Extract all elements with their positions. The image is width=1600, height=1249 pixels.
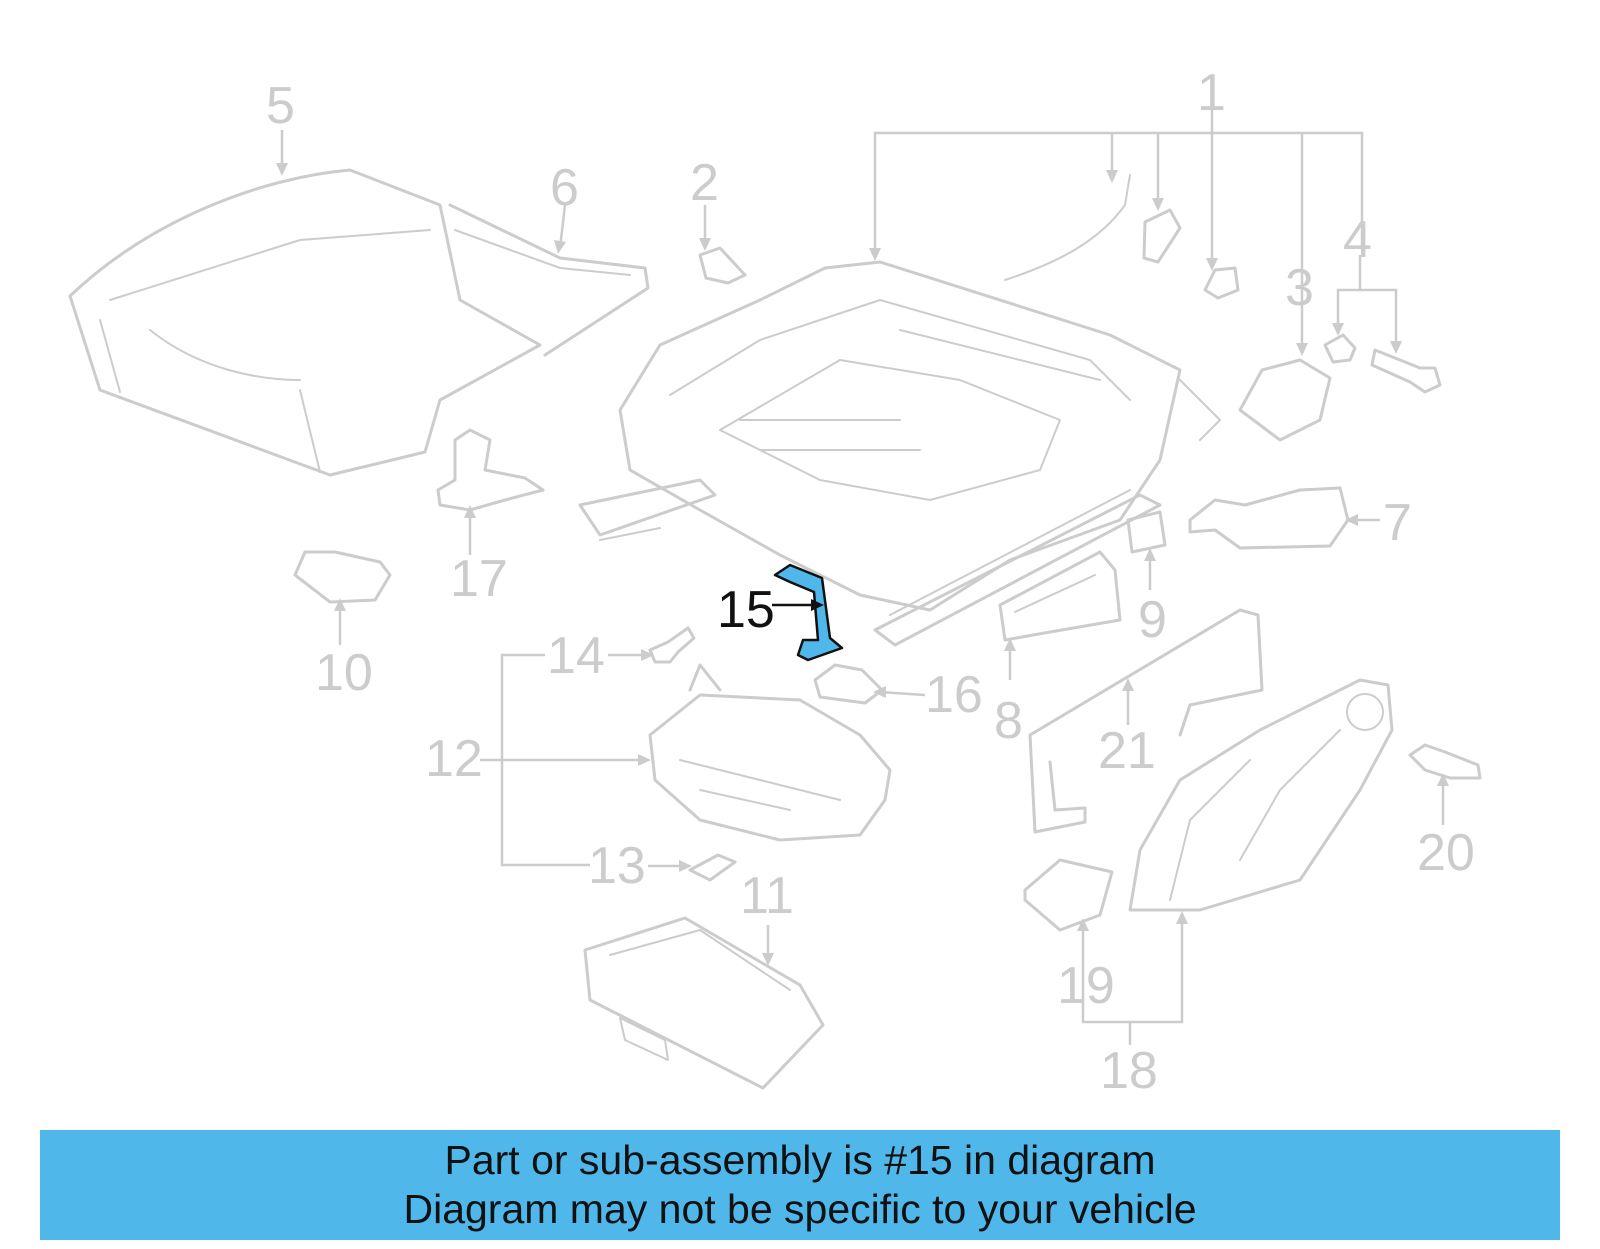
- cap-part-9: [1126, 510, 1167, 554]
- callout-16: 16: [925, 666, 983, 724]
- switch-part-12: [648, 663, 892, 842]
- banner-part-line: Part or sub-assembly is #15 in diagram: [444, 1137, 1156, 1183]
- clip-part-19: [1023, 858, 1114, 932]
- arrowheads: [276, 163, 1449, 966]
- bracket-part-10: [293, 550, 392, 604]
- screw-part-14: [648, 626, 696, 664]
- callout-3: 3: [1285, 259, 1314, 317]
- callout-5: 5: [266, 77, 295, 135]
- callout-14: 14: [547, 627, 605, 685]
- bracket-part-17: [436, 428, 545, 512]
- callout-13: 13: [588, 837, 646, 895]
- callout-2: 2: [690, 154, 719, 212]
- callout-10: 10: [315, 644, 373, 702]
- callout-labels: 1 2 3 4 5 6 7 8 9 10 11 12 13 14 15 16 1…: [266, 64, 1475, 1100]
- side-cover-part-18: [1128, 678, 1394, 912]
- callout-21: 21: [1098, 722, 1156, 780]
- fastener-part-20: [1408, 743, 1482, 780]
- seat-cushion-part: [68, 168, 650, 477]
- cover-part-3: [1238, 358, 1332, 442]
- handle-part: [1142, 208, 1182, 264]
- callout-8: 8: [994, 692, 1023, 750]
- callout-6: 6: [550, 159, 579, 217]
- wire-part-21: [1028, 608, 1264, 737]
- callout-12: 12: [425, 730, 483, 788]
- callout-9: 9: [1138, 591, 1167, 649]
- tray-part-11: [583, 916, 825, 1090]
- leader-lines: [280, 110, 1445, 1045]
- bolt-part-4: [1370, 348, 1442, 394]
- cable-part: [1004, 174, 1131, 281]
- callout-1: 1: [1197, 64, 1226, 122]
- info-banner: Part or sub-assembly is #15 in diagram D…: [40, 1130, 1560, 1240]
- seat-frame-part: [578, 260, 1221, 647]
- bracket-small-part: [1203, 266, 1240, 300]
- callout-20: 20: [1417, 824, 1475, 882]
- nut-part-4: [1323, 333, 1357, 364]
- callout-7: 7: [1383, 494, 1412, 552]
- cap-part-16: [813, 663, 884, 705]
- highlighted-bracket-part-15[interactable]: [773, 563, 844, 662]
- clip-part-13: [688, 853, 737, 882]
- callout-15: 15: [717, 581, 775, 639]
- callout-17: 17: [450, 550, 508, 608]
- banner-disclaimer-line: Diagram may not be specific to your vehi…: [403, 1186, 1197, 1232]
- callout-11: 11: [740, 867, 794, 925]
- callout-18: 18: [1100, 1042, 1158, 1100]
- callout-19: 19: [1057, 957, 1115, 1015]
- clip-part-2: [698, 246, 747, 285]
- callout-4: 4: [1343, 211, 1372, 269]
- trim-part-8: [998, 550, 1122, 642]
- bracket-part-7: [1188, 486, 1350, 550]
